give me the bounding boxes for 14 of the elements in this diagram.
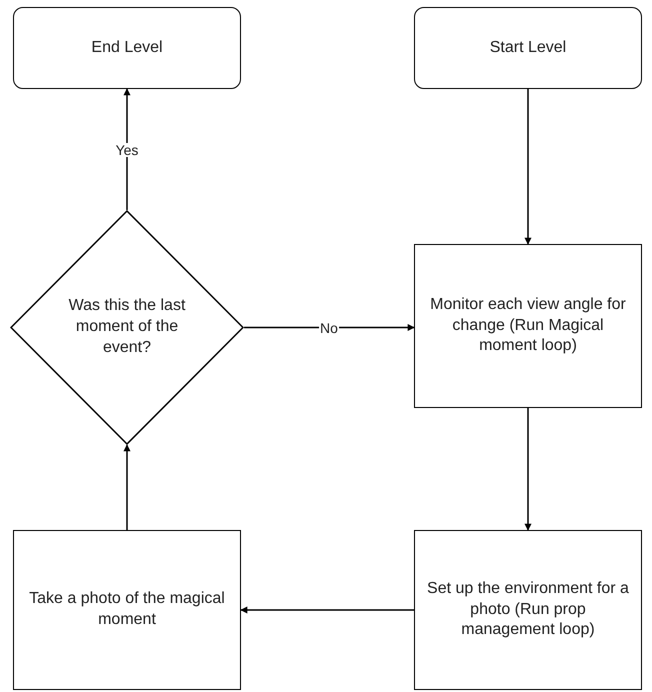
arrow [244, 324, 415, 331]
arrow [124, 444, 130, 530]
process-box: Take a photo of the magical moment [13, 530, 241, 690]
edge-label: Yes [114, 142, 140, 156]
process-box: Monitor each view angle for change (Run Magical moment loop) [414, 244, 642, 408]
arrow [124, 88, 130, 210]
arrow [524, 89, 532, 245]
arrow [524, 408, 532, 531]
terminal-box: Start Level [414, 7, 642, 89]
decision-diamond: Was this the last moment of the event? [10, 210, 244, 445]
terminal-box: End Level [13, 7, 241, 89]
arrow [240, 606, 414, 614]
edge-label: No [319, 320, 339, 334]
process-box: Set up the environment for a photo (Run prop management loop) [414, 530, 642, 690]
